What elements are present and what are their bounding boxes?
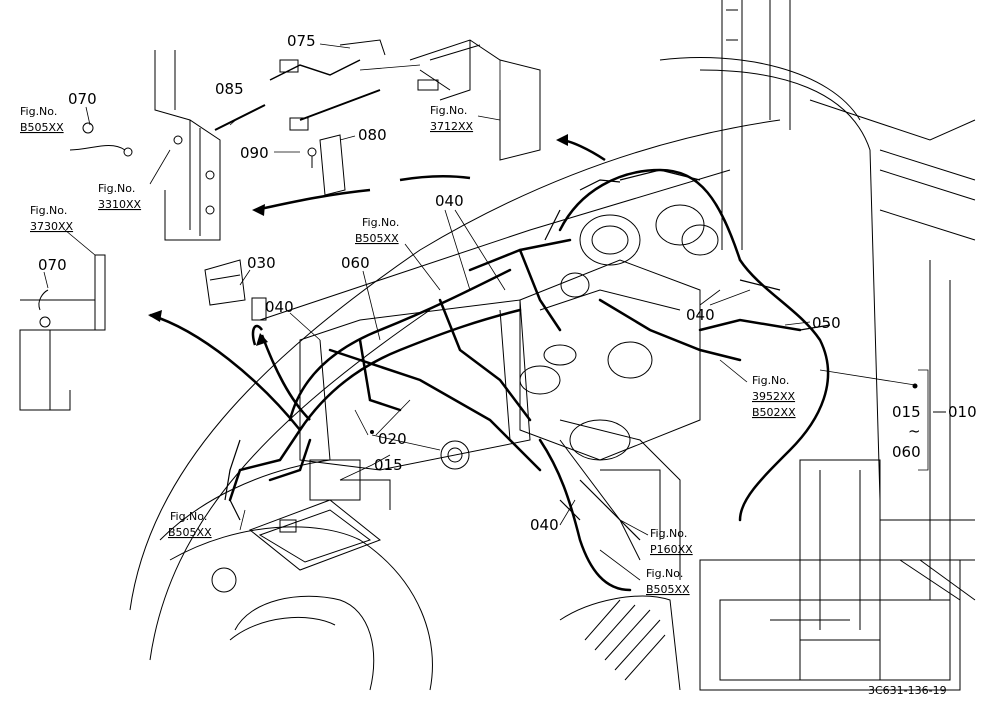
range-parent: 010 bbox=[948, 403, 977, 421]
tractor-body-outline bbox=[129, 0, 976, 691]
dot-010 bbox=[912, 383, 918, 389]
fig-ref-b505-bottom: Fig.No. B505XX bbox=[646, 567, 690, 596]
range-start: 015 bbox=[892, 403, 921, 421]
svg-text:B505XX: B505XX bbox=[168, 526, 212, 539]
part-050: 050 bbox=[812, 314, 841, 332]
part-040-bottom: 040 bbox=[530, 516, 559, 534]
dot-020 bbox=[370, 430, 374, 434]
fig-ref-3952-b502: Fig.No. 3952XX B502XX bbox=[752, 374, 796, 419]
range-group: 015 ~ 060 010 bbox=[892, 403, 977, 461]
svg-text:Fig.No.: Fig.No. bbox=[30, 204, 67, 217]
fig-ref-b505-center: Fig.No. B505XX bbox=[355, 216, 399, 245]
svg-text:B505XX: B505XX bbox=[355, 232, 399, 245]
part-070-top: 070 bbox=[68, 90, 97, 108]
bracket-3310 bbox=[154, 50, 221, 241]
part-060: 060 bbox=[341, 254, 370, 272]
part-075: 075 bbox=[287, 32, 316, 50]
part-040-left: 040 bbox=[265, 298, 294, 316]
svg-text:3712XX: 3712XX bbox=[430, 120, 474, 133]
fig-ref-b505-lowerleft: Fig.No. B505XX bbox=[168, 510, 212, 539]
part-085: 085 bbox=[215, 80, 244, 98]
part-040-right: 040 bbox=[686, 306, 715, 324]
bracket-3730 bbox=[19, 254, 106, 411]
svg-text:B505XX: B505XX bbox=[20, 121, 64, 134]
secondary-wires bbox=[224, 169, 831, 541]
range-tilde: ~ bbox=[908, 422, 921, 440]
fig-ref-b505-topleft: Fig.No. B505XX bbox=[20, 105, 64, 134]
part-020: 020 bbox=[378, 430, 407, 448]
callout-arrows bbox=[149, 138, 606, 431]
parts-075-080-085-090 bbox=[69, 39, 386, 196]
svg-text:Fig.No.: Fig.No. bbox=[362, 216, 399, 229]
part-090: 090 bbox=[240, 144, 269, 162]
bracket-3712 bbox=[409, 39, 541, 161]
svg-text:3310XX: 3310XX bbox=[98, 198, 142, 211]
svg-text:Fig.No.: Fig.No. bbox=[20, 105, 57, 118]
connectors-030 bbox=[204, 259, 267, 321]
part-015: 015 bbox=[374, 456, 403, 474]
fig-ref-3310: Fig.No. 3310XX bbox=[98, 182, 142, 211]
svg-text:3730XX: 3730XX bbox=[30, 220, 74, 233]
part-070-left: 070 bbox=[38, 256, 67, 274]
svg-text:3952XX: 3952XX bbox=[752, 390, 796, 403]
ecu-box bbox=[249, 459, 391, 571]
fig-ref-3730: Fig.No. 3730XX bbox=[30, 204, 74, 233]
range-end: 060 bbox=[892, 443, 921, 461]
svg-text:Fig.No.: Fig.No. bbox=[650, 527, 687, 540]
svg-text:Fig.No.: Fig.No. bbox=[170, 510, 207, 523]
fig-ref-3712: Fig.No. 3712XX bbox=[430, 104, 474, 133]
svg-text:Fig.No.: Fig.No. bbox=[752, 374, 789, 387]
svg-text:B505XX: B505XX bbox=[646, 583, 690, 596]
part-040-top: 040 bbox=[435, 192, 464, 210]
leader-lines bbox=[43, 43, 929, 581]
fig-ref-p160: Fig.No. P160XX bbox=[650, 527, 693, 556]
svg-text:Fig.No.: Fig.No. bbox=[430, 104, 467, 117]
main-wire-harness bbox=[228, 168, 830, 592]
svg-text:P160XX: P160XX bbox=[650, 543, 693, 556]
svg-text:Fig.No.: Fig.No. bbox=[98, 182, 135, 195]
svg-text:Fig.No.: Fig.No. bbox=[646, 567, 683, 580]
drawing-code: 3C631-136-19 bbox=[868, 684, 947, 697]
arrow-heads bbox=[148, 134, 568, 346]
part-080: 080 bbox=[358, 126, 387, 144]
part-030: 030 bbox=[247, 254, 276, 272]
svg-text:B502XX: B502XX bbox=[752, 406, 796, 419]
